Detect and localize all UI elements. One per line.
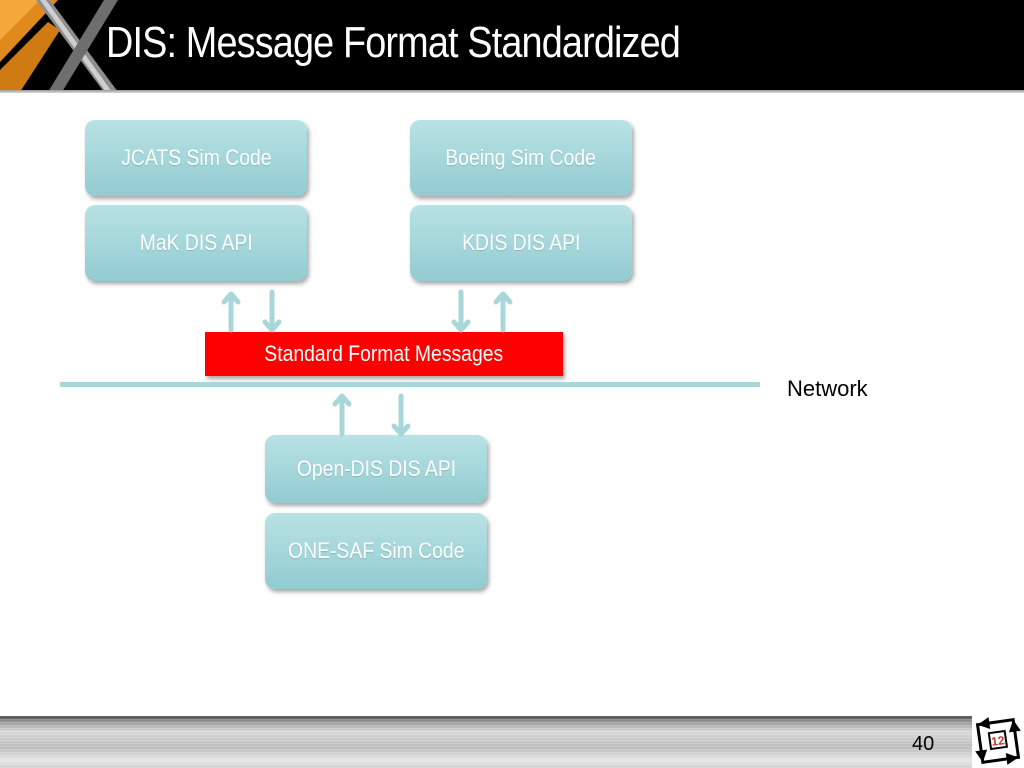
arrow-down-icon <box>451 289 471 333</box>
square-spiral-badge-icon: 12 <box>972 714 1024 768</box>
svg-text:12: 12 <box>990 733 1005 749</box>
box-label: Boeing Sim Code <box>445 145 597 170</box>
slide-header: DIS: Message Format Standardized <box>0 0 1024 92</box>
box-label: ONE-SAF Sim Code <box>287 538 465 563</box>
page-number: 40 <box>912 733 935 755</box>
arrow-down-icon <box>262 289 282 333</box>
kdis-dis-api-box: KDIS DIS API <box>410 205 632 281</box>
arrow-up-icon <box>493 291 513 333</box>
network-label: Network <box>787 376 868 401</box>
slide-title: DIS: Message Format Standardized <box>106 18 681 67</box>
network-line <box>60 382 760 387</box>
box-label: JCATS Sim Code <box>120 145 272 170</box>
bus-label: Standard Format Messages <box>264 341 504 366</box>
standard-format-messages-bar: Standard Format Messages <box>205 332 563 376</box>
arrow-up-icon <box>221 291 241 333</box>
mak-dis-api-box: MaK DIS API <box>85 205 307 281</box>
footer-texture <box>0 716 972 768</box>
header-divider <box>0 90 1024 93</box>
box-label: KDIS DIS API <box>461 230 581 255</box>
arrow-down-icon <box>391 393 411 437</box>
corner-x-logo-icon <box>0 0 118 92</box>
one-saf-sim-code-box: ONE-SAF Sim Code <box>265 513 487 589</box>
boeing-sim-code-box: Boeing Sim Code <box>410 120 632 196</box>
box-label: Open-DIS DIS API <box>296 456 456 481</box>
box-label: MaK DIS API <box>139 230 253 255</box>
jcats-sim-code-box: JCATS Sim Code <box>85 120 307 196</box>
arrow-up-icon <box>332 393 352 437</box>
open-dis-api-box: Open-DIS DIS API <box>265 435 487 503</box>
slide-footer <box>0 716 972 768</box>
